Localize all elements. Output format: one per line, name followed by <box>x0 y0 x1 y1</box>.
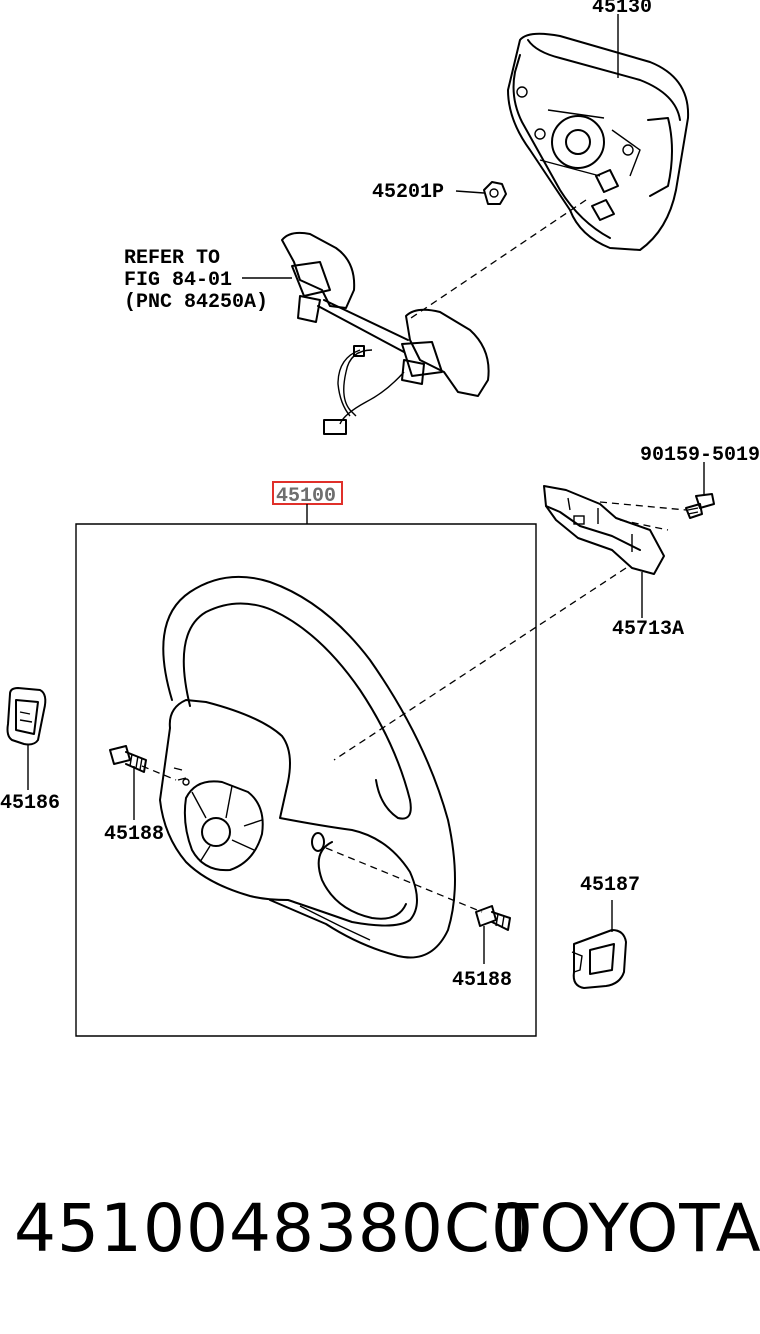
cover-45713a-drawing <box>543 485 665 575</box>
callout-45713a: 45713A <box>612 618 684 641</box>
refer-to-label: REFER TO <box>124 247 220 270</box>
cover-45187-drawing <box>571 929 627 989</box>
nut-drawing <box>483 181 507 205</box>
screw-left-drawing <box>109 745 147 773</box>
airbag-assembly-drawing <box>507 32 690 251</box>
callout-45130: 45130 <box>592 0 652 19</box>
cover-45186-drawing <box>6 687 47 746</box>
callout-45201p: 45201P <box>372 181 444 204</box>
refer-pnc-label: (PNC 84250A) <box>124 291 268 314</box>
callout-45100: 45100 <box>276 485 336 508</box>
refer-fig-label: FIG 84-01 <box>124 269 232 292</box>
brand-name-text: TOYOTA <box>498 1190 760 1267</box>
screw-right-drawing <box>475 905 511 931</box>
callout-45188-right: 45188 <box>452 969 512 992</box>
callout-90159-5019: 90159-5019 <box>640 444 760 467</box>
footer: 4510048380C0 TOYOTA <box>0 1190 760 1290</box>
callout-45188-left: 45188 <box>104 823 164 846</box>
steering-wheel-drawing <box>159 575 456 959</box>
bolt-drawing <box>685 493 715 519</box>
callout-45186: 45186 <box>0 792 60 815</box>
steering-switch-drawing <box>281 231 490 435</box>
part-number-text: 4510048380C0 <box>14 1190 534 1267</box>
callout-45187: 45187 <box>580 874 640 897</box>
assembly-box <box>75 523 537 1037</box>
